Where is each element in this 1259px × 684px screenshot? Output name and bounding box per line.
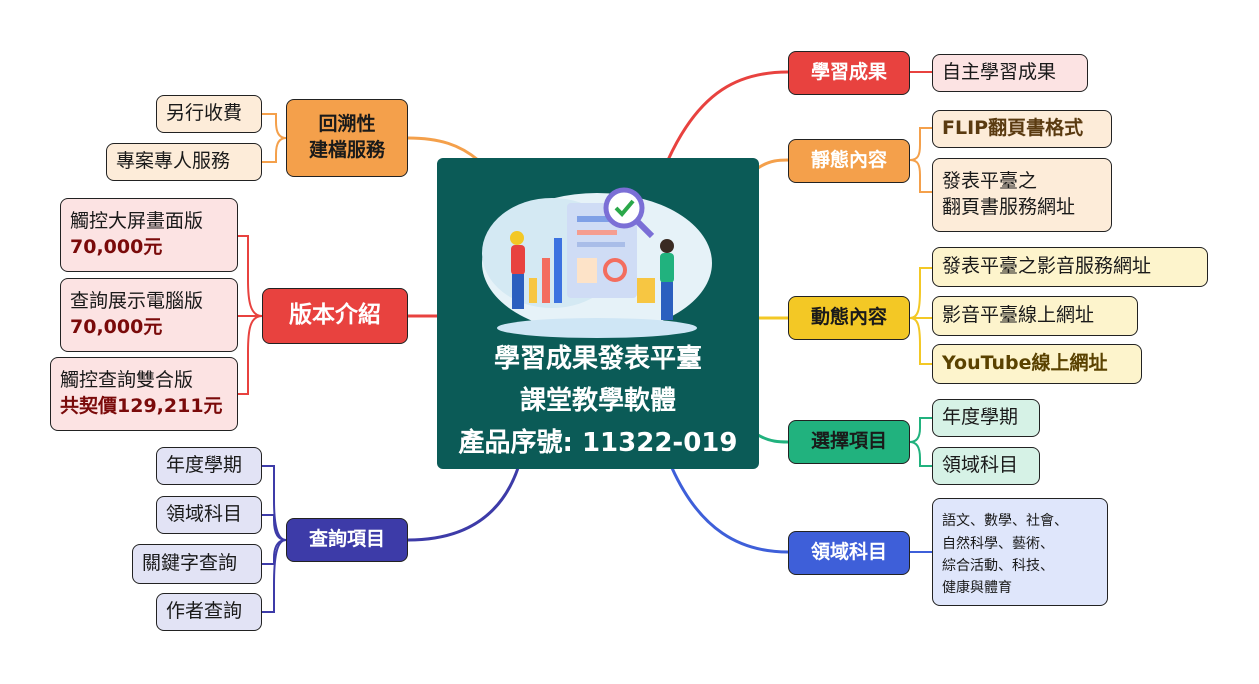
node-version-combo[interactable]: 觸控查詢雙合版 共契價129,211元 — [50, 357, 238, 431]
domain-line4: 健康與體育 — [942, 580, 1012, 597]
version-pc-price: 70,000元 — [70, 316, 163, 338]
version-touch-price: 70,000元 — [70, 236, 163, 258]
node-version-pc[interactable]: 查詢展示電腦版 70,000元 — [60, 278, 238, 352]
center-title-line3: 產品序號: 11322-019 — [458, 428, 738, 458]
center-title-line2: 課堂教學軟體 — [519, 386, 676, 416]
flip-url-line1: 發表平臺之 — [942, 170, 1038, 193]
center-node: 學習成果發表平臺 課堂教學軟體 產品序號: 11322-019 — [437, 158, 759, 469]
connector-query — [407, 467, 520, 542]
node-video-service-url[interactable]: 發表平臺之影音服務網址 — [932, 247, 1208, 287]
version-combo-price: 共契價129,211元 — [60, 395, 223, 417]
node-version-touch[interactable]: 觸控大屏畫面版 70,000元 — [60, 198, 238, 272]
domain-line3: 綜合活動、科技、 — [942, 558, 1054, 574]
node-query-keyword[interactable]: 關鍵字查詢 — [132, 544, 262, 584]
domain-line1: 語文、數學、社會、 — [942, 513, 1068, 530]
node-youtube-url[interactable]: YouTube線上網址 — [932, 344, 1142, 384]
node-query-author[interactable]: 作者查詢 — [156, 593, 262, 631]
node-version-intro[interactable]: 版本介紹 — [262, 288, 408, 344]
node-select-items[interactable]: 選擇項目 — [788, 420, 910, 464]
node-query-subject[interactable]: 領域科目 — [156, 496, 262, 534]
node-learning-outcomes[interactable]: 學習成果 — [788, 51, 910, 95]
node-query-semester[interactable]: 年度學期 — [156, 447, 262, 485]
domain-line2: 自然科學、藝術、 — [942, 535, 1054, 552]
node-extra-fee[interactable]: 另行收費 — [156, 95, 262, 133]
node-flip-format[interactable]: FLIP翻頁書格式 — [932, 110, 1112, 148]
center-title-line1: 學習成果發表平臺 — [493, 344, 702, 374]
node-retro-archive[interactable]: 回溯性 建檔服務 — [286, 99, 408, 177]
connector-domain — [670, 467, 789, 554]
flip-url-line2: 翻頁書服務網址 — [942, 196, 1076, 218]
connector-learning — [666, 70, 789, 161]
connector-static — [757, 158, 789, 170]
node-dedicated-service[interactable]: 專案專人服務 — [106, 143, 262, 181]
version-combo-line1: 觸控查詢雙合版 — [60, 369, 194, 392]
version-pc-line1: 查詢展示電腦版 — [70, 290, 204, 313]
node-select-subject[interactable]: 領域科目 — [932, 447, 1040, 485]
version-touch-line1: 觸控大屏畫面版 — [70, 210, 204, 233]
node-select-semester[interactable]: 年度學期 — [932, 399, 1040, 437]
node-flip-service-url[interactable]: 發表平臺之 翻頁書服務網址 — [932, 158, 1112, 232]
node-domain-list[interactable]: 語文、數學、社會、 自然科學、藝術、 綜合活動、科技、 健康與體育 — [932, 498, 1108, 606]
node-video-platform-url[interactable]: 影音平臺線上網址 — [932, 296, 1138, 336]
retro-line1: 回溯性 — [318, 113, 376, 136]
connector-retro — [407, 136, 479, 162]
node-domain-subjects[interactable]: 領域科目 — [788, 531, 910, 575]
illustration-icon — [482, 187, 712, 338]
node-dynamic-content[interactable]: 動態內容 — [788, 296, 910, 340]
retro-line2: 建檔服務 — [308, 139, 385, 161]
node-query-items[interactable]: 查詢項目 — [286, 518, 408, 562]
node-self-learning[interactable]: 自主學習成果 — [932, 54, 1088, 92]
node-static-content[interactable]: 靜態內容 — [788, 139, 910, 183]
connector-select — [757, 433, 789, 444]
